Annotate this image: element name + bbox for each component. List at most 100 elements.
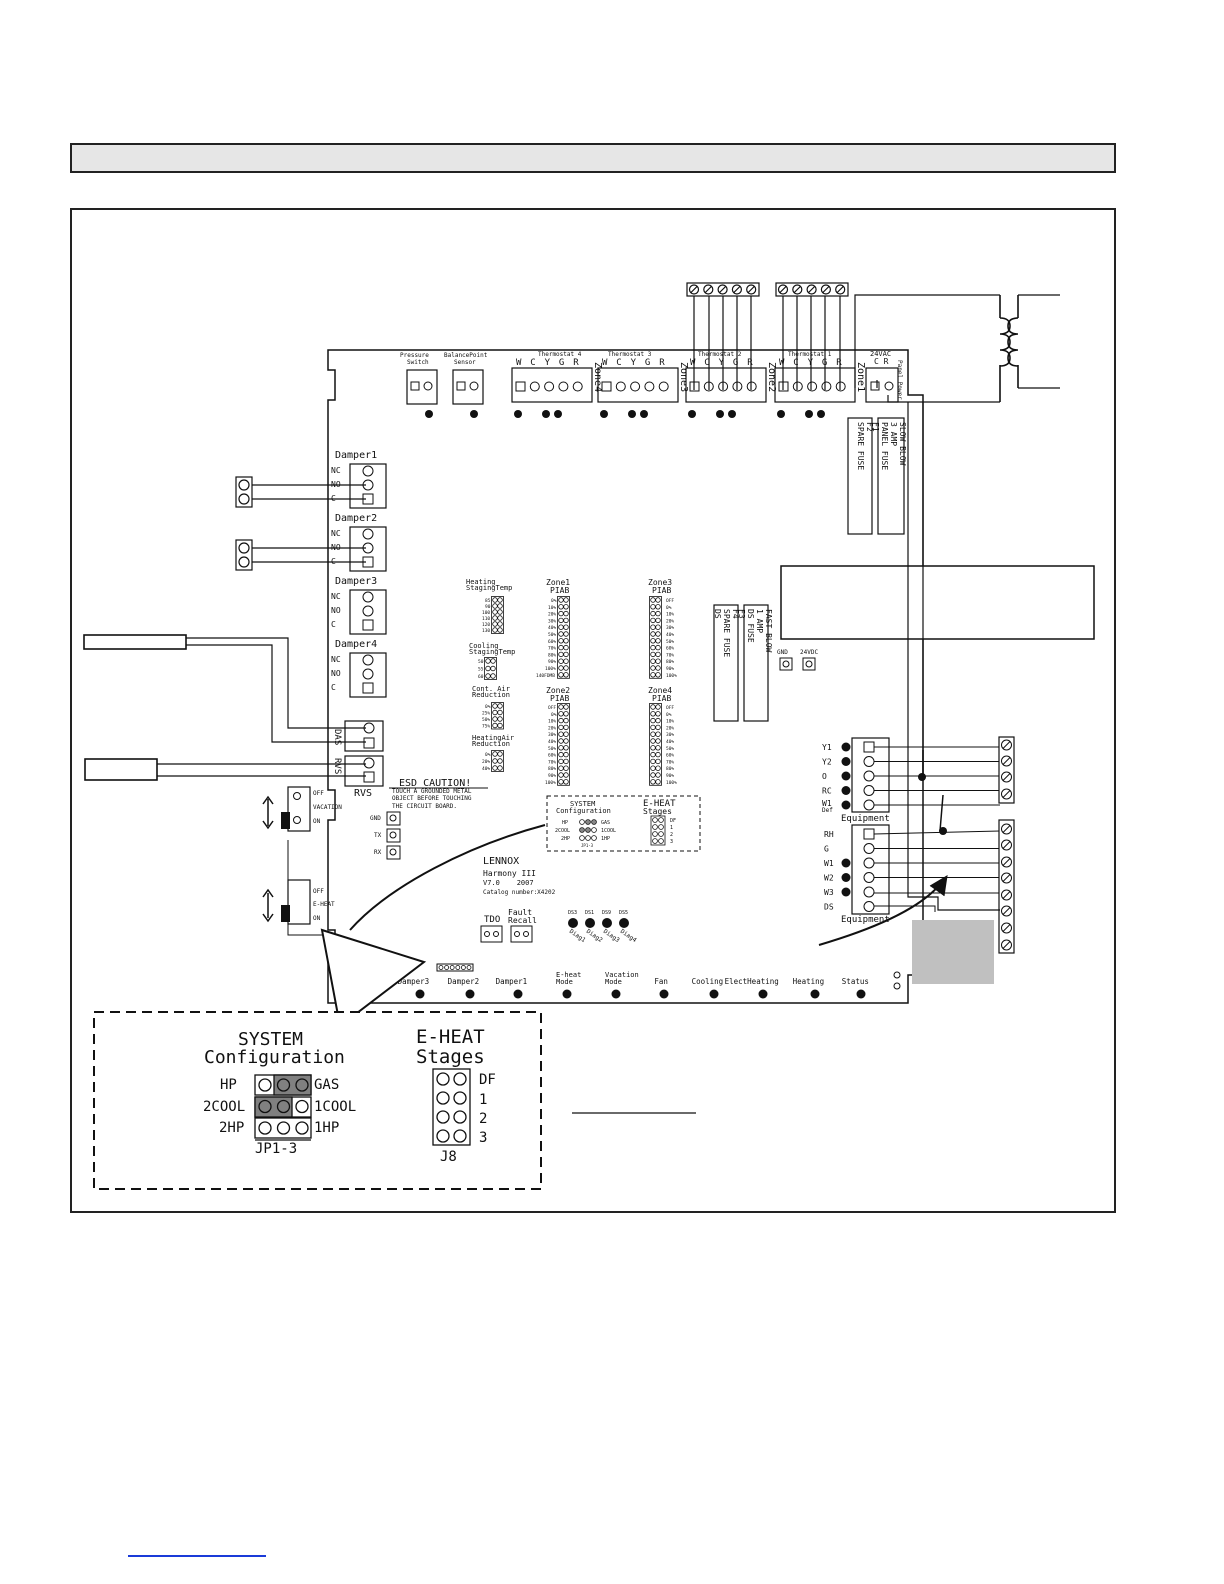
jumper-pin — [558, 751, 564, 758]
jumper-pin — [492, 709, 498, 716]
terminal-label-w: W — [516, 358, 522, 368]
terminal-square — [689, 381, 700, 392]
stage3-label: 3 — [479, 1130, 487, 1146]
equipment-lower-label: Equipment — [841, 915, 890, 925]
piab-value: 70% — [666, 652, 674, 658]
piab-value: 100% — [545, 666, 556, 672]
jumper-title-1: HeatingAir — [472, 734, 514, 742]
panel-power-connector: 24VAC C R Panel Power — [865, 350, 903, 403]
jumper-header — [649, 703, 662, 786]
jumper-pin — [558, 772, 564, 778]
jumper-pin — [563, 597, 569, 603]
small-config-title: Configuration — [556, 807, 611, 815]
stages-title: Stages — [416, 1046, 485, 1068]
jumper-pin — [497, 716, 503, 722]
piab-zone-title: Zone1 — [546, 578, 570, 587]
piab-value: 30% — [666, 732, 674, 738]
strip-slot — [1002, 924, 1011, 932]
screw-slot — [747, 286, 755, 293]
wire — [874, 892, 1000, 912]
esd-line-3: THE CIRCUIT BOARD. — [392, 803, 457, 810]
vacation-switch[interactable]: OFF VACATION ON — [262, 786, 342, 832]
piab-value: 60% — [548, 639, 556, 645]
piab-value: 70% — [548, 759, 556, 765]
jumper-pin — [490, 673, 496, 679]
jumper-value: 55 — [478, 667, 484, 673]
thermostat-connector — [597, 367, 679, 403]
serial-port: GND TX RX — [370, 811, 401, 860]
sys-pin — [579, 827, 585, 833]
terminal-square — [515, 381, 526, 392]
jumper-pin — [492, 716, 498, 722]
header-pin — [455, 965, 461, 970]
piab-value: 100% — [545, 780, 556, 786]
mounting-led — [554, 410, 562, 418]
fuse-text: F3 — [737, 609, 746, 619]
piab-value: 20% — [666, 618, 674, 624]
terminal-label-g: G — [822, 358, 827, 368]
piab-zone-title: Zone3 — [648, 578, 672, 587]
eheat-pin — [652, 824, 658, 830]
mounting-led — [688, 410, 696, 418]
strip-slot — [1002, 741, 1011, 749]
diag-led — [619, 918, 629, 928]
product-name: Harmony III — [483, 869, 536, 878]
sys-pin — [579, 819, 585, 825]
jumper-pin — [563, 738, 569, 744]
jumper-pin — [497, 709, 503, 716]
terminal-circle — [718, 381, 729, 392]
piab-title: PIAB — [652, 694, 671, 703]
diag-led — [585, 918, 595, 928]
screw-slot — [822, 286, 830, 293]
sys-pin-large — [276, 1099, 291, 1114]
mounting-led — [777, 410, 785, 418]
jumper-value: 25% — [482, 711, 490, 717]
piab-value: 10% — [666, 719, 674, 725]
status-led — [415, 989, 425, 999]
balance-point-sensor-connector: BalancePoint Sensor — [444, 352, 488, 418]
terminal-circle — [362, 528, 374, 540]
terminal-circle — [863, 901, 875, 912]
jumper-pin — [650, 638, 656, 644]
jumper-pin — [650, 644, 656, 651]
eheat-switch[interactable]: OFF E-HEAT ON — [262, 879, 335, 925]
section-title-bar — [70, 143, 1116, 173]
jumper-value: 100 — [482, 610, 490, 616]
gas-label: GAS — [314, 1077, 339, 1093]
figure-frame — [70, 208, 1116, 1213]
piab-value: 20% — [548, 612, 556, 618]
stage2-label: 2 — [479, 1111, 487, 1127]
terminal-label-c: C — [530, 358, 535, 368]
jumper-pin — [485, 658, 491, 664]
jumper-pin — [558, 724, 564, 731]
strip-slot — [1002, 907, 1011, 915]
terminal-square — [601, 381, 612, 392]
piab-value: 50% — [548, 746, 556, 752]
fuse-text: F1 — [871, 422, 880, 432]
piab-jumpers: Zone1PIAB0%10%20%30%40%50%60%70%80%90%10… — [536, 578, 677, 786]
jumper-pin — [492, 703, 498, 709]
jumper-pin — [650, 704, 656, 710]
damper-term-nc: NC — [331, 529, 341, 538]
strip-upper — [998, 736, 1015, 804]
eheat-header — [650, 815, 666, 846]
jumper-pin — [655, 738, 661, 744]
terminal-circle — [529, 381, 540, 392]
footer-link-underline[interactable] — [128, 1555, 266, 1557]
das-sensor-connector: DAS — [332, 720, 384, 752]
zone-label: Zone2 — [766, 362, 777, 392]
junction — [939, 827, 947, 835]
jumper-settings: HeatingStagingTemp8590100110120130Coolin… — [466, 578, 515, 772]
equip-led — [841, 742, 851, 752]
jumper-pin — [650, 717, 656, 724]
led-label: Damper1 — [496, 977, 528, 986]
fault-recall-button[interactable]: Fault Recall — [508, 908, 537, 943]
jumper-pin — [558, 711, 564, 717]
tdo-button[interactable]: TDO — [480, 915, 503, 943]
equip-led — [841, 771, 851, 781]
small-1hp: 1HP — [601, 836, 610, 842]
eheat-pin-large — [453, 1129, 467, 1143]
